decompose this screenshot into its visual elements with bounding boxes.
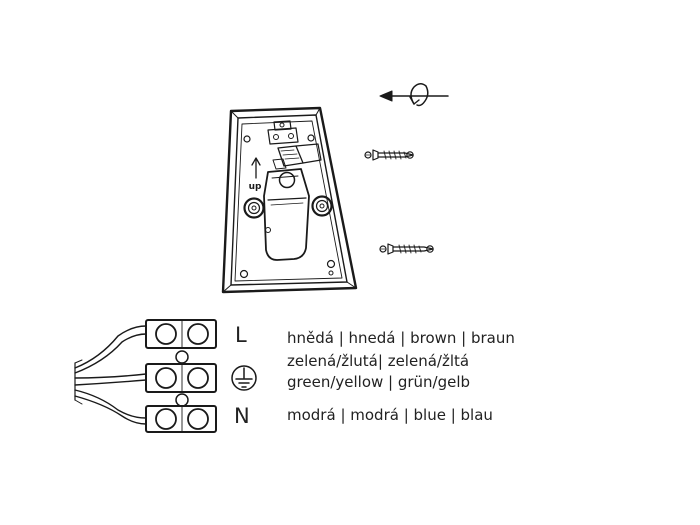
earth-wire-label-line2: green/yellow | grün/gelb — [287, 373, 471, 391]
terminal-mark-l: L — [235, 323, 247, 347]
up-label: up — [249, 182, 262, 192]
neutral-wire-label: modrá | modrá | blue | blau — [287, 406, 493, 424]
bottom-right-fitting-small — [328, 270, 334, 276]
earth-ground-icon — [231, 365, 257, 391]
terminal-row-n — [145, 405, 217, 433]
mounting-plate — [221, 106, 358, 294]
rotation-arrow-icon — [379, 83, 449, 107]
right-grommet — [311, 195, 333, 217]
live-wire-label: hnědá | hnedá | brown | braun — [287, 329, 515, 347]
terminal-spacer-top — [175, 350, 189, 364]
lamp-holder — [263, 168, 310, 261]
bottom-left-fitting — [239, 269, 249, 279]
terminal-row-earth — [145, 363, 217, 393]
upper-screw — [364, 149, 414, 161]
terminal-spacer-bottom — [175, 393, 189, 407]
bottom-right-fitting — [326, 259, 336, 269]
cable-clamp — [243, 120, 322, 170]
terminal-mark-n: N — [234, 404, 250, 428]
supply-cable — [74, 325, 147, 425]
terminal-row-l — [145, 319, 217, 349]
lower-screw — [379, 243, 434, 255]
left-grommet — [243, 197, 265, 219]
up-arrow-icon — [251, 157, 261, 179]
earth-wire-label-line1: zelená/žlutá| zelená/žltá — [287, 352, 470, 370]
